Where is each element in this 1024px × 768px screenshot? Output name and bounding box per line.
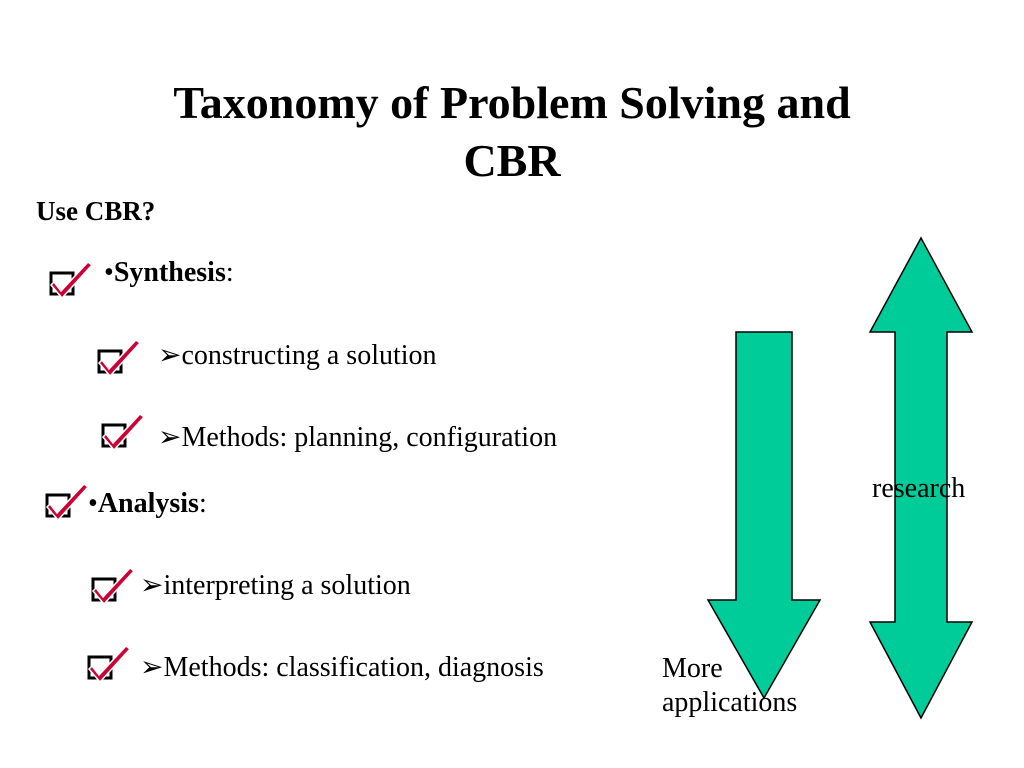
checkbox-checked-icon <box>48 256 100 304</box>
heading-colon: : <box>225 257 234 288</box>
checkbox-checked-icon <box>96 334 148 382</box>
slide-title-line-1: Taxonomy of Problem Solving and <box>173 77 851 128</box>
more-applications-line-1: More <box>662 653 723 684</box>
arrow-bullet-icon: ➢ <box>140 652 164 683</box>
more-applications-line-2: applications <box>662 687 798 718</box>
slide-title: Taxonomy of Problem Solving and CBR <box>0 74 1024 190</box>
slide-subtitle: Use CBR? <box>36 196 156 226</box>
bullet-dot: • <box>104 257 114 288</box>
more-applications-label: More applications <box>662 652 797 720</box>
analysis-item-1: ➢interpreting a solution <box>140 568 411 602</box>
analysis-label: Analysis <box>97 488 199 519</box>
checkbox-checked-icon <box>90 562 142 610</box>
analysis-heading: •Analysis: <box>88 488 207 520</box>
synthesis-label: Synthesis <box>113 257 226 288</box>
analysis-item-2: ➢Methods: classification, diagnosis <box>140 650 544 684</box>
checkbox-checked-icon <box>86 640 138 688</box>
analysis-item-1-text: interpreting a solution <box>163 570 411 601</box>
analysis-item-2-text: Methods: classification, diagnosis <box>163 652 544 683</box>
down-arrow-icon <box>706 331 822 700</box>
arrow-bullet-icon: ➢ <box>140 570 164 601</box>
slide-title-line-2: CBR <box>463 135 561 186</box>
bullet-dot: • <box>88 488 98 519</box>
arrow-bullet-icon: ➢ <box>158 340 182 371</box>
research-label: research <box>872 473 966 504</box>
synthesis-item-2-text: Methods: planning, configuration <box>181 422 558 453</box>
heading-colon: : <box>198 488 207 519</box>
synthesis-item-1: ➢constructing a solution <box>158 338 437 372</box>
synthesis-item-2: ➢Methods: planning, configuration <box>158 420 557 454</box>
synthesis-item-1-text: constructing a solution <box>181 340 437 371</box>
arrow-bullet-icon: ➢ <box>158 422 182 453</box>
checkbox-checked-icon <box>100 408 152 456</box>
up-down-arrow-icon <box>868 236 974 720</box>
synthesis-heading: •Synthesis: <box>104 257 234 289</box>
